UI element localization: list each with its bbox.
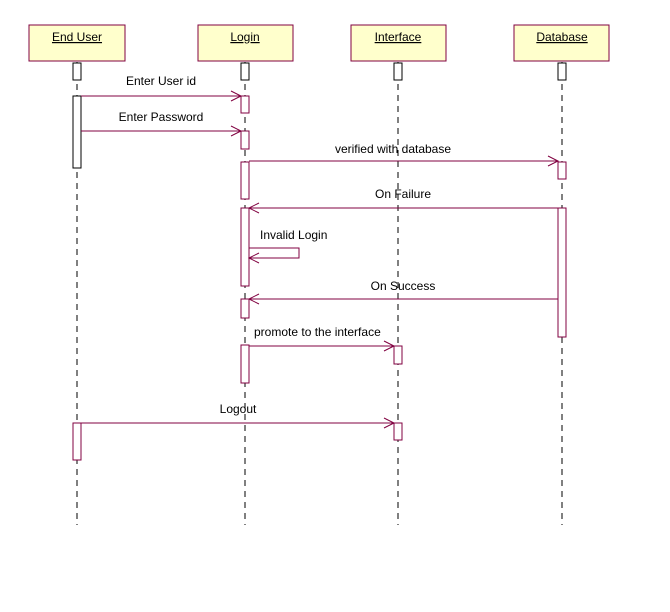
arrowhead [247,293,260,305]
activation-login [240,161,250,200]
arrowhead [383,417,396,429]
activation-login [240,130,250,150]
message-enter-password: Enter Password [81,110,243,137]
message-label: Invalid Login [260,228,327,242]
participant-box [350,24,447,62]
message-label: verified with database [335,142,451,156]
message-label: promote to the interface [254,325,381,339]
arrowhead [247,202,260,214]
message-logout: Logout [81,402,396,429]
activation-login-top [240,62,250,81]
arrowhead [230,90,243,102]
activation-interface-top [393,62,403,81]
message-on-failure: On Failure [247,187,558,214]
arrowhead [230,125,243,137]
message-label: Enter Password [119,110,204,124]
participant-label: End User [52,30,102,44]
activation-end-user-top [72,62,82,81]
activation-end-user [72,95,82,169]
arrowhead [383,340,396,352]
activation-database [557,161,567,180]
message-invalid-login: Invalid Login [247,228,327,264]
participant-label: Database [536,30,588,44]
participant-login: Login [197,24,294,62]
message-label: On Success [371,279,436,293]
participant-label: Login [230,30,259,44]
participant-box [28,24,126,62]
message-label: Enter User id [126,74,196,88]
arrowhead [247,252,260,264]
activation-database-top [557,62,567,81]
message-enter-user-id: Enter User id [81,74,243,102]
message-on-success: On Success [247,279,558,305]
activation-interface [393,345,403,365]
participant-box [513,24,610,62]
participant-box [197,24,294,62]
activation-login [240,344,250,384]
participant-interface: Interface [350,24,447,62]
arrowhead [547,155,560,167]
activation-end-user [72,422,82,461]
participant-database: Database [513,24,610,62]
activation-login [240,207,250,287]
activation-login [240,298,250,319]
participant-end-user: End User [28,24,126,62]
participant-label: Interface [375,30,422,44]
message-promote-to-interface: promote to the interface [249,325,396,352]
message-label: On Failure [375,187,431,201]
activation-interface [393,422,403,441]
message-label: Logout [220,402,257,416]
activation-login [240,95,250,114]
activation-database [557,207,567,338]
message-verified-with-database: verified with database [249,142,560,167]
